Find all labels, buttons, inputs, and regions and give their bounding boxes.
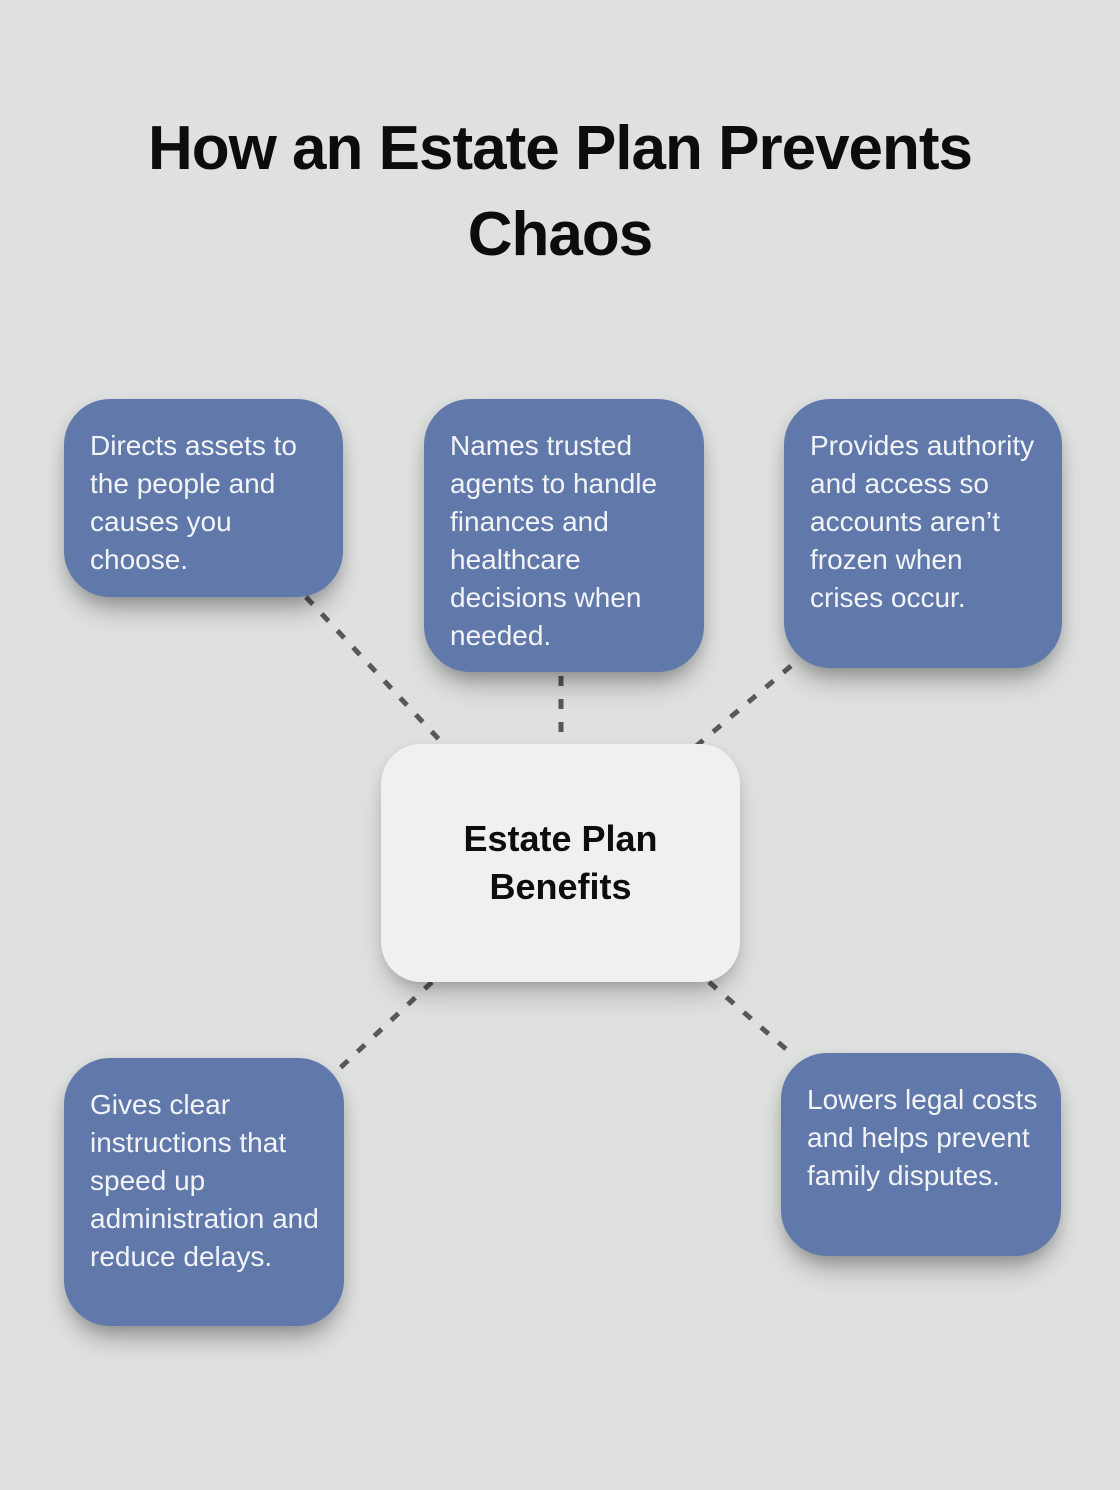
center-node-estate-plan-benefits: Estate Plan Benefits <box>381 744 740 982</box>
card-names-agents-text: Names trusted agents to handle finances … <box>450 430 658 651</box>
card-directs-assets-text: Directs assets to the people and causes … <box>90 430 297 575</box>
connector-top-right <box>692 664 793 750</box>
page-title: How an Estate Plan Prevents Chaos <box>147 114 973 269</box>
card-names-agents: Names trusted agents to handle finances … <box>424 399 704 672</box>
card-lowers-costs-text: Lowers legal costs and helps prevent fam… <box>807 1084 1038 1191</box>
card-provides-authority: Provides authority and access so account… <box>784 399 1062 668</box>
card-lowers-costs: Lowers legal costs and helps prevent fam… <box>781 1053 1061 1256</box>
card-clear-instructions: Gives clear instructions that speed up a… <box>64 1058 344 1326</box>
card-provides-authority-text: Provides authority and access so account… <box>810 430 1035 613</box>
connector-bottom-right <box>707 980 796 1058</box>
center-node-label: Estate Plan Benefits <box>463 818 658 907</box>
connector-bottom-left <box>337 980 434 1071</box>
card-clear-instructions-text: Gives clear instructions that speed up a… <box>90 1089 319 1272</box>
card-directs-assets: Directs assets to the people and causes … <box>64 399 343 597</box>
